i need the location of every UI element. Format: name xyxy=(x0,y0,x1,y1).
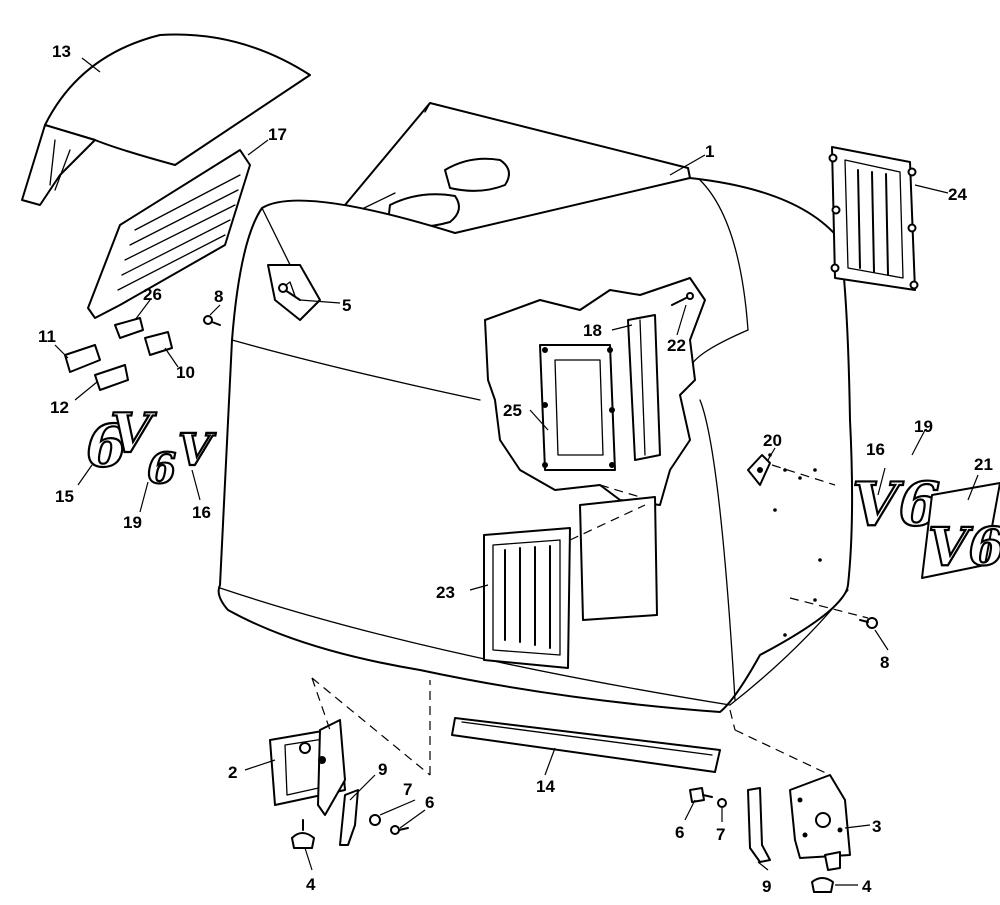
callout-13: 13 xyxy=(52,42,71,61)
callout-8-right: 8 xyxy=(880,653,889,672)
callout-16-right: 16 xyxy=(866,440,885,459)
hood-13 xyxy=(21,33,311,206)
callout-22: 22 xyxy=(667,336,686,355)
small-clips xyxy=(64,317,173,391)
cover-opening xyxy=(579,496,658,621)
callout-1: 1 xyxy=(705,142,714,161)
screw-8-left xyxy=(203,315,221,326)
decal-v-small: V xyxy=(178,425,216,476)
decal-v6-outline: V6 xyxy=(928,517,1000,578)
leader-lines xyxy=(54,57,979,886)
callout-labels: 1 2 3 4 4 5 6 6 7 7 8 8 9 9 10 11 12 13 … xyxy=(38,42,993,896)
callout-9-left: 9 xyxy=(378,760,387,779)
callout-18: 18 xyxy=(583,321,602,340)
hinge-bracket-2 xyxy=(269,677,431,849)
guide-line xyxy=(569,504,646,541)
support-bar-14 xyxy=(451,717,721,773)
callout-15: 15 xyxy=(55,487,74,506)
callout-25: 25 xyxy=(503,401,522,420)
decal-v6-large: V6 xyxy=(852,470,940,540)
callout-7-right: 7 xyxy=(716,825,725,844)
decal-six-small: 6 xyxy=(147,444,176,493)
callout-17: 17 xyxy=(268,125,287,144)
decal-v-large: V xyxy=(110,401,157,465)
callout-7-left: 7 xyxy=(403,780,412,799)
callout-24: 24 xyxy=(948,185,967,204)
callout-6-left: 6 xyxy=(425,793,434,812)
hinge-bracket-3 xyxy=(689,709,851,893)
callout-16-left: 16 xyxy=(192,503,211,522)
decal-group-right: V6 V6 xyxy=(747,454,1000,629)
vent-grille-23 xyxy=(483,527,571,669)
callout-5: 5 xyxy=(342,296,351,315)
callout-26: 26 xyxy=(143,285,162,304)
decal-group-left: 6 V 6 V xyxy=(85,400,217,494)
callout-10: 10 xyxy=(176,363,195,382)
callout-11: 11 xyxy=(38,327,56,346)
callout-4-right: 4 xyxy=(862,877,872,896)
callout-12: 12 xyxy=(50,398,69,417)
vent-grille-24 xyxy=(828,146,919,291)
callout-8-left: 8 xyxy=(214,287,223,306)
callout-2: 2 xyxy=(228,763,237,782)
callout-4-left: 4 xyxy=(306,875,316,894)
cover-cutaway xyxy=(484,277,706,506)
screw-5 xyxy=(278,283,301,301)
callout-19-left: 19 xyxy=(123,513,142,532)
decal-six-large: 6 xyxy=(86,412,126,480)
callout-20: 20 xyxy=(763,431,782,450)
callout-9-right: 9 xyxy=(762,877,771,896)
vent-grille-17 xyxy=(87,149,251,319)
callout-14: 14 xyxy=(536,777,555,796)
callout-21: 21 xyxy=(974,455,993,474)
callout-23: 23 xyxy=(436,583,455,602)
callout-3: 3 xyxy=(872,817,881,836)
callout-19-right: 19 xyxy=(914,417,933,436)
callout-6-right: 6 xyxy=(675,823,684,842)
